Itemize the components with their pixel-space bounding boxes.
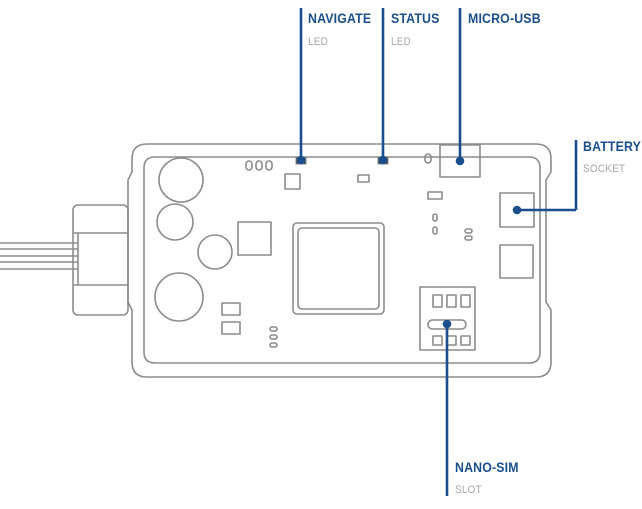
- main-processor: [292, 222, 385, 315]
- navigate-sublabel: LED: [308, 36, 329, 48]
- circuit-board: [143, 156, 541, 364]
- battery-label: BATTERY: [583, 138, 642, 154]
- status-sublabel: LED: [391, 36, 412, 48]
- cable-wires: [0, 242, 78, 270]
- nano-sim-label: NANO-SIM: [455, 459, 519, 475]
- capacitor-3: [197, 234, 233, 270]
- device-housing: [127, 143, 552, 378]
- battery-sublabel: SOCKET: [583, 163, 626, 175]
- status-label: STATUS: [391, 10, 440, 26]
- nano-sim-sublabel: SLOT: [455, 484, 482, 496]
- capacitor-4: [154, 272, 204, 322]
- capacitor-2: [156, 203, 194, 241]
- capacitor-1: [158, 157, 204, 203]
- chip-square: [237, 221, 272, 256]
- micro-usb-label: MICRO-USB: [468, 10, 541, 26]
- navigate-label: NAVIGATE: [308, 10, 372, 26]
- cable-connector: [72, 204, 129, 316]
